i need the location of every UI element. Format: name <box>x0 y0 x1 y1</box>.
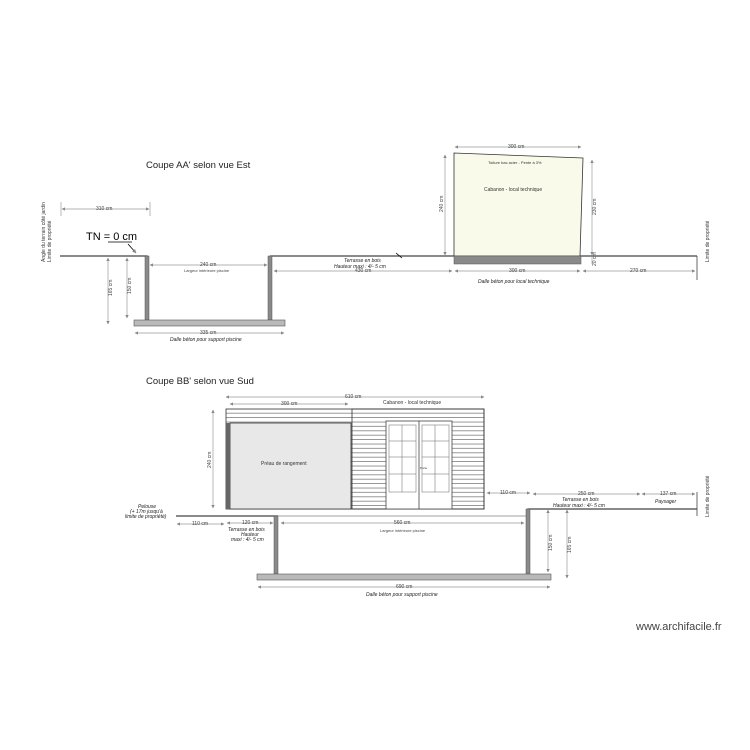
right-property-label: Limite de propriété <box>705 220 711 262</box>
dim-label-690: 690 cm <box>396 584 412 590</box>
section-aa-title: Coupe AA' selon vue Est <box>146 160 251 171</box>
tn-label: TN = 0 cm <box>86 231 137 243</box>
terrace-left-label-3: maxi : 4/- 5 cm <box>231 537 264 543</box>
dim-label-250: 250 cm <box>578 491 594 497</box>
tn-arrow <box>127 243 137 254</box>
terrace-right-label-2: Hauteur maxi : 4/- 5 cm <box>553 503 605 509</box>
terrace-label-1: Terrasse en bois <box>344 258 381 264</box>
dim-label-270: 270 cm <box>630 268 646 274</box>
section-bb-title: Coupe BB' selon vue Sud <box>146 376 254 387</box>
pool-slab-label: Dalle béton pour support piscine <box>170 337 242 343</box>
cabin-roof-note: Toiture bac acier - Pente à 3% <box>488 160 542 165</box>
dim-label-165: 165 cm <box>108 280 114 296</box>
dim-label-430: 430 cm <box>355 268 371 274</box>
dim-label-150: 150 cm <box>127 278 133 294</box>
terrace-left-label-1: Terrasse en bois <box>228 527 265 533</box>
dim-label-150-bb: 150 cm <box>548 535 554 551</box>
dim-label-610: 610 cm <box>345 394 361 400</box>
dim-label-165-bb: 165 cm <box>567 537 573 553</box>
terrace-left-label-2: Hauteur <box>241 532 259 538</box>
dim-label-300: 300 cm <box>281 401 297 407</box>
terrace-label-2: Hauteur maxi : 4/- 5 cm <box>334 264 386 270</box>
cabin-label-bb: Cabanon - local technique <box>383 400 441 406</box>
cabin-slab <box>453 255 582 265</box>
cabin-shape <box>453 152 584 257</box>
dim-label-335: 335 cm <box>200 330 216 336</box>
dim-label-cabin-height-left: 240 cm <box>439 196 445 212</box>
left-property-label-1: Angle du terrain côté jardin <box>41 202 47 262</box>
lawn-label-1: Pelouse <box>138 504 156 510</box>
cabin-door <box>385 420 453 510</box>
terrace-pointer <box>395 252 403 259</box>
pool-wall-left-bb <box>273 515 279 575</box>
dim-label-110-right: 110 cm <box>500 490 516 496</box>
dim-label-240-bb: 240 cm <box>207 452 213 468</box>
pool-interior-label-bb: Largeur intérieure piscine <box>380 528 426 533</box>
pool-interior-label: Largeur intérieure piscine <box>184 268 230 273</box>
pool-wall-right-bb <box>525 508 531 575</box>
section-aa: Coupe AA' selon vue Est Angle du terrain… <box>41 144 711 343</box>
lawn-label-3: limite de propriété) <box>125 514 167 520</box>
dim-label-120: 120 cm <box>242 520 258 526</box>
dim-label-560: 560 cm <box>394 520 410 526</box>
pool-wall-left <box>144 255 150 321</box>
dim-label-137: 137 cm <box>660 491 676 497</box>
pool-slab <box>133 319 286 327</box>
terrace-right-label-1: Terrasse en bois <box>562 497 599 503</box>
dim-label-110-left: 110 cm <box>192 521 208 527</box>
dim-label-310: 310 cm <box>96 206 112 212</box>
ground-left <box>60 255 148 258</box>
watermark: www.archifacile.fr <box>635 621 722 633</box>
right-property-label-bb: Limite de propriété <box>705 475 711 517</box>
dim-label-cabin-height-right: 230 cm <box>592 199 598 215</box>
cabin-label: Cabanon - local technique <box>484 187 542 193</box>
dim-label-240: 240 cm <box>200 262 216 268</box>
pool-wall-right <box>267 255 273 321</box>
lawn-label-2: (+ 17m jusqu'à <box>130 509 163 515</box>
pool-slab-bb <box>256 573 552 581</box>
storage-post <box>226 423 230 509</box>
cabin-slab-label: Dalle béton pour local technique <box>478 279 550 285</box>
door-small-label: Porte <box>420 466 428 470</box>
landscape-label: Paysager <box>655 499 676 505</box>
section-bb: Coupe BB' selon vue Sud 610 cm 300 cm Pr… <box>125 376 711 598</box>
dim-label-cabin-width: 300 cm <box>508 144 524 150</box>
dim-label-cabin-slab: 20 cm <box>592 252 598 266</box>
storage-label: Préau de rangement <box>261 461 307 467</box>
ground-right-bb <box>527 508 697 516</box>
pool-slab-label-bb: Dalle béton pour support piscine <box>366 592 438 598</box>
dim-label-300-bottom: 300 cm <box>509 268 525 274</box>
left-property-label-2: Limite de propriété <box>47 220 53 262</box>
